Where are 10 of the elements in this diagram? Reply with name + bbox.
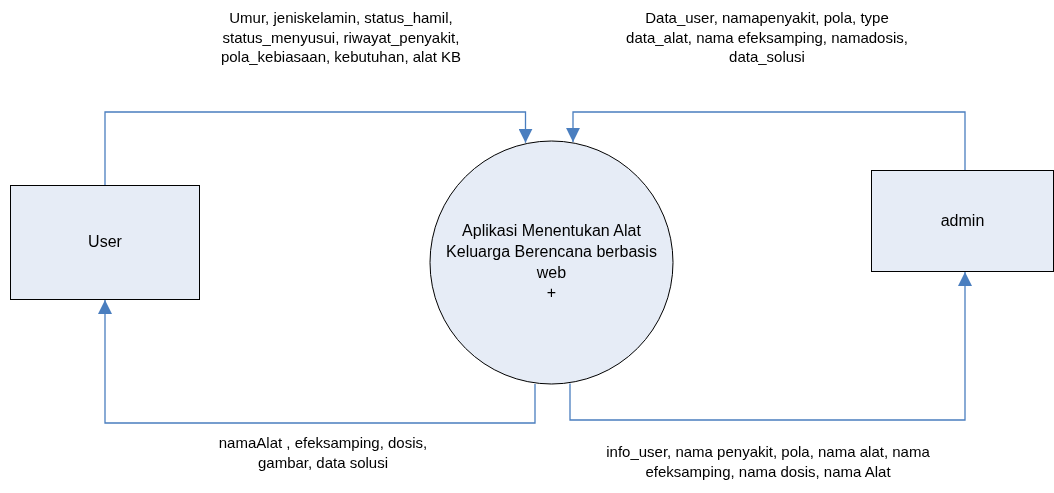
node-label: User bbox=[88, 232, 122, 253]
arrow bbox=[104, 111, 533, 186]
process-symbol: + bbox=[545, 283, 558, 304]
node-label: Aplikasi Menentukan Alat Keluarga Berencana berbasis web bbox=[445, 220, 658, 283]
node-label: admin bbox=[940, 210, 985, 231]
entity-box bbox=[10, 185, 200, 300]
arrow bbox=[566, 111, 966, 171]
arrow bbox=[569, 271, 972, 421]
entity-box bbox=[871, 170, 1054, 272]
arrow bbox=[98, 299, 536, 424]
